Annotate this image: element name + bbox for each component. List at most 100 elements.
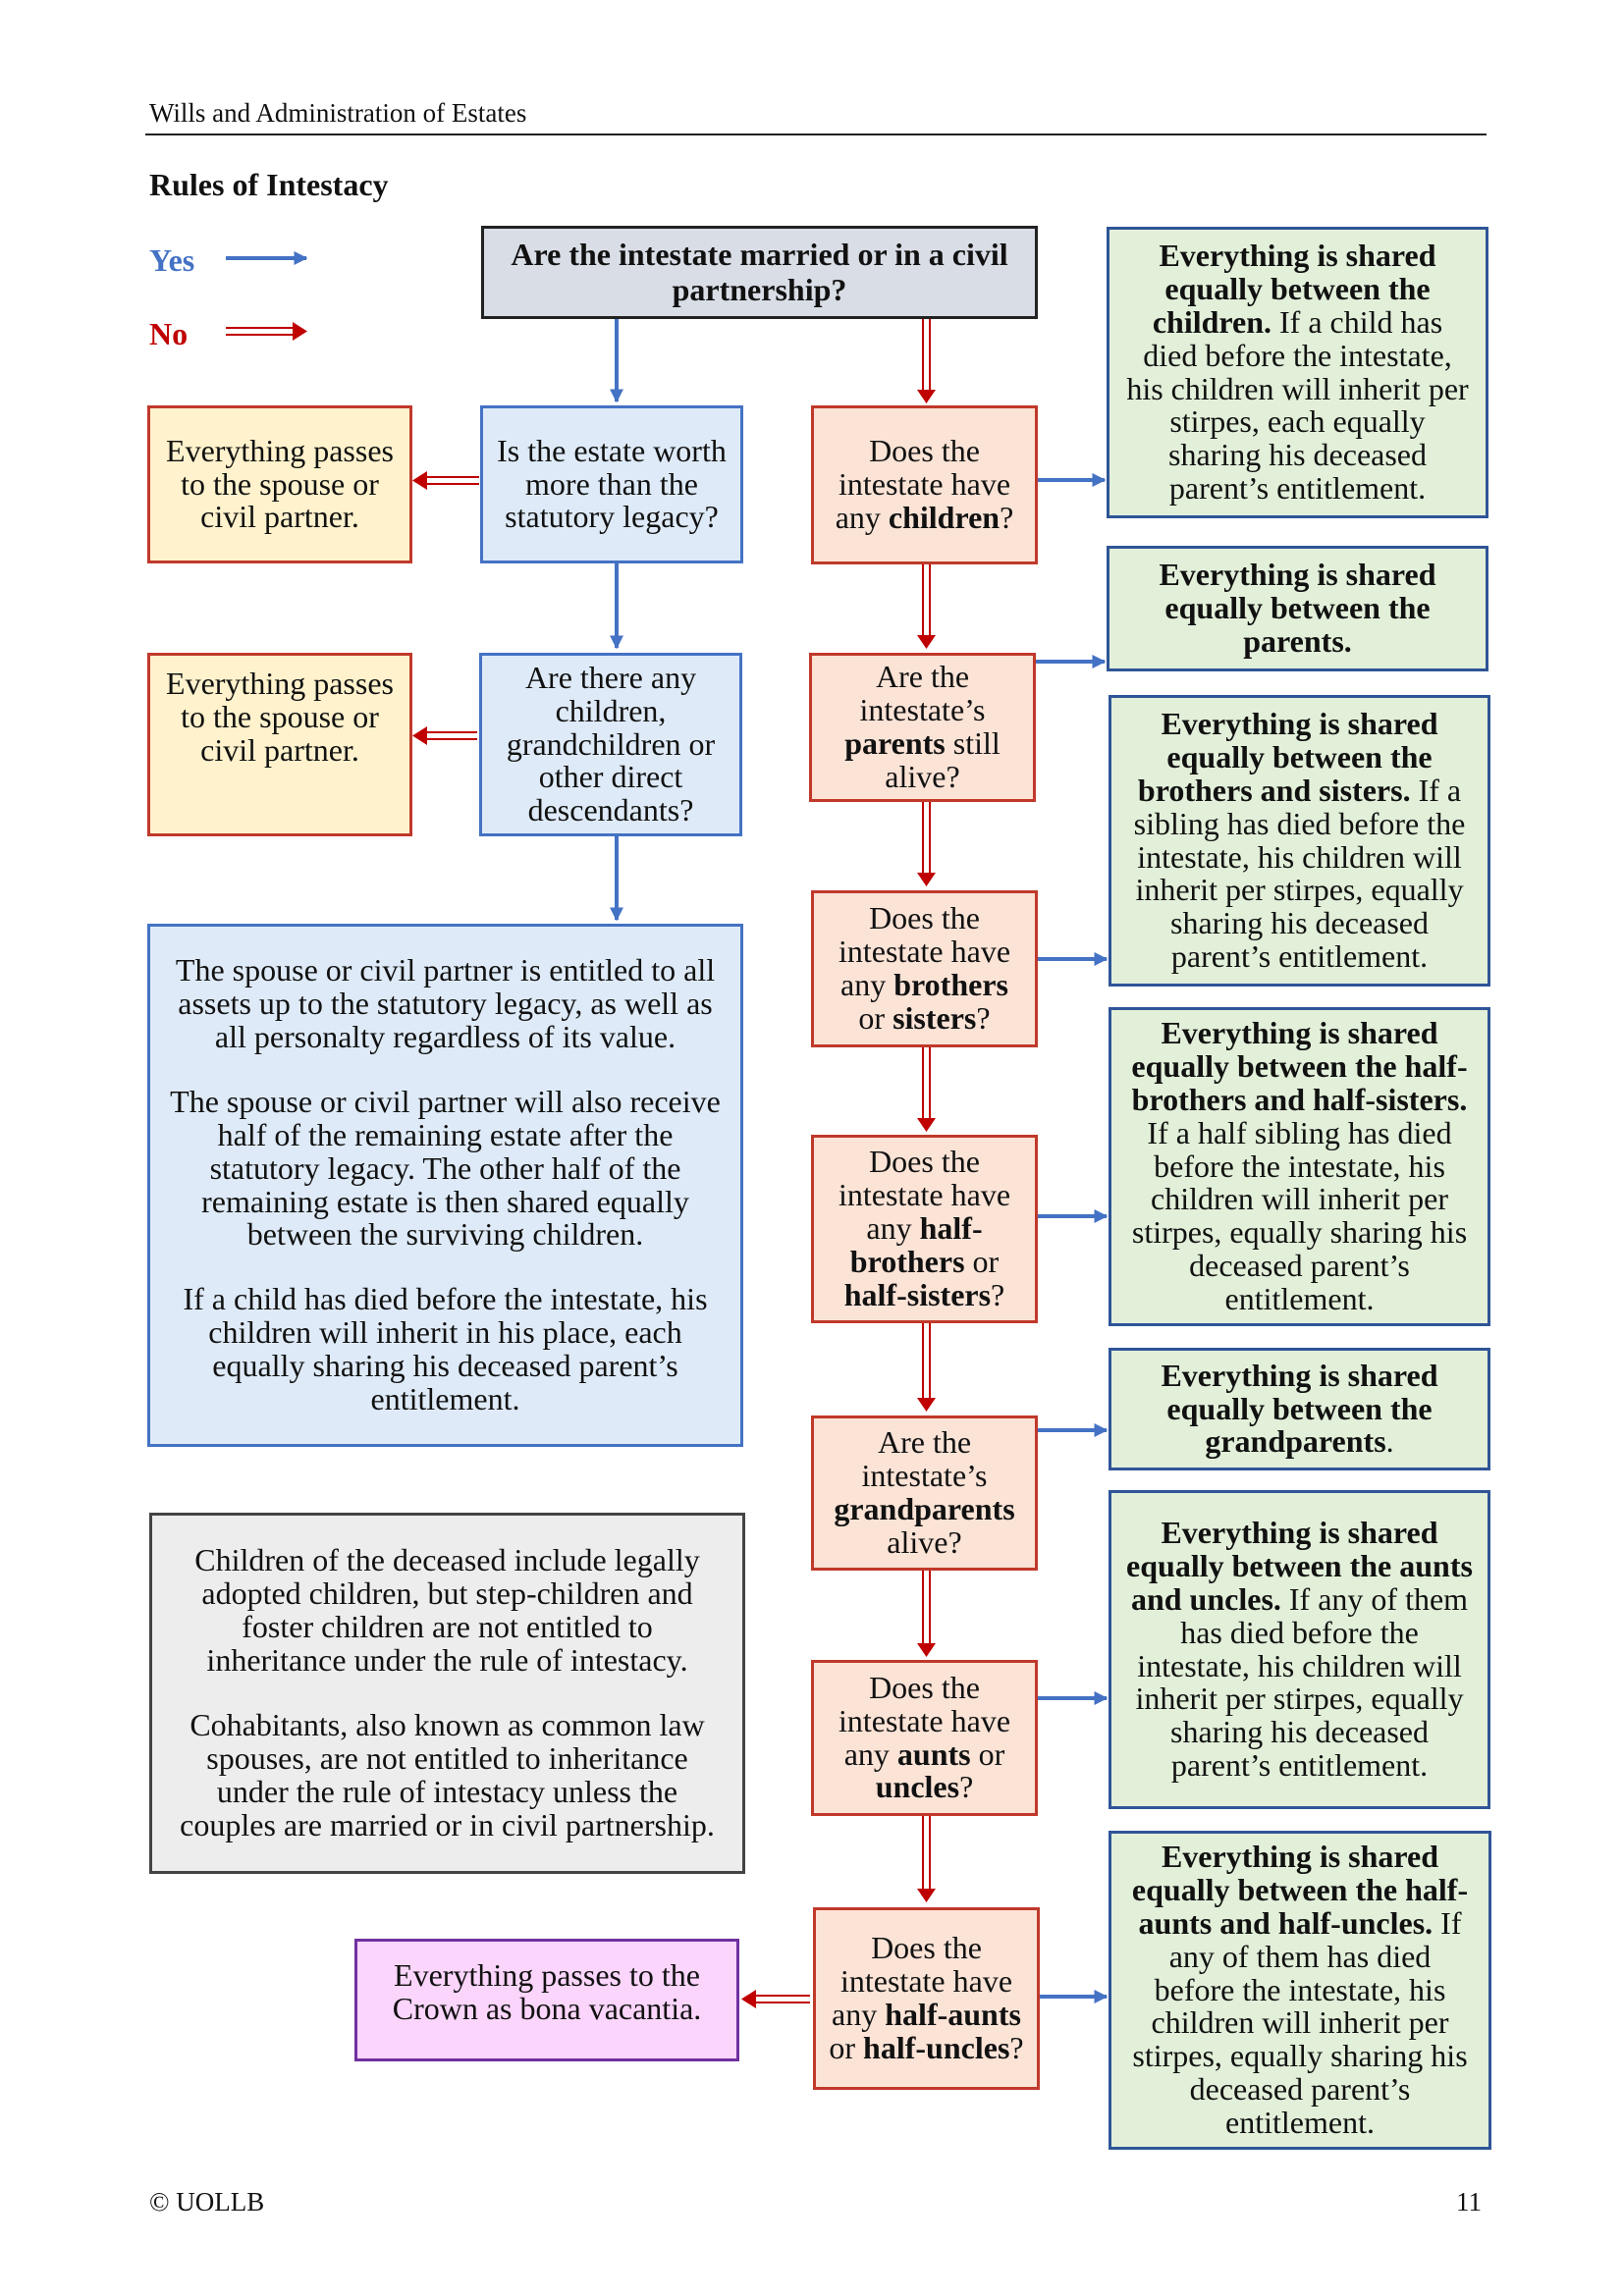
question-siblings-mid: or: [858, 999, 893, 1036]
question-parents-pre: Are the intestate’s: [859, 659, 986, 728]
question-siblings-bold2: sisters: [893, 999, 977, 1036]
question-siblings: Does the intestate have any brothers or …: [811, 890, 1038, 1047]
arrow-grandparents-no: [917, 1571, 936, 1657]
question-children: Does the intestate have any children?: [811, 405, 1038, 564]
header-rule: [145, 133, 1487, 135]
question-half-aunts-uncles-bold2: half-uncles: [863, 2029, 1010, 2065]
question-half-siblings-pre: Does the intestate have any: [838, 1144, 1011, 1247]
question-half-aunts-uncles: Does the intestate have any half-aunts o…: [813, 1907, 1040, 2090]
question-aunts-uncles: Does the intestate have any aunts or unc…: [811, 1660, 1038, 1816]
children-note-p1: Children of the deceased include legally…: [194, 1542, 700, 1679]
outcome-spouse-2-text: Everything passes to the spouse or civil…: [166, 666, 394, 768]
question-aunts-uncles-mid: or: [970, 1735, 1005, 1772]
legend-no-label: No: [149, 316, 189, 351]
question-married: Are the intestate married or in a civil …: [481, 226, 1038, 319]
arrow-half-aunts-no: [741, 1990, 810, 2008]
question-half-aunts-uncles-bold1: half-aunts: [885, 1997, 1021, 2032]
question-descendants: Are there any children, grandchildren or…: [479, 653, 742, 836]
question-children-text: Does the intestate have any children?: [824, 433, 1025, 535]
section-title: Rules of Intestacy: [149, 167, 389, 202]
arrow-descendants-no: [412, 726, 477, 745]
outcome-children-text: Everything is shared equally between the…: [1123, 237, 1472, 507]
question-children-bold: children: [888, 499, 1001, 535]
question-siblings-pre: Does the intestate have any: [838, 900, 1011, 1002]
arrow-half-siblings-no: [917, 1323, 936, 1412]
outcome-parents: Everything is shared equally between the…: [1107, 546, 1488, 671]
outcome-half-siblings-text: Everything is shared equally between the…: [1125, 1014, 1474, 1317]
outcome-aunts-uncles-rest: If any of them has died before the intes…: [1135, 1580, 1469, 1784]
outcome-half-siblings-rest: If a half sibling has died before the in…: [1131, 1114, 1468, 1317]
outcome-grandparents-bold: Everything is shared equally between the…: [1161, 1357, 1438, 1460]
running-header: Wills and Administration of Estates: [149, 98, 527, 128]
outcome-half-aunts-uncles-bold: Everything is shared equally between the…: [1131, 1838, 1469, 1941]
outcome-grandparents-rest: .: [1385, 1423, 1394, 1460]
arrow-worth-no: [412, 471, 479, 490]
page-number: 11: [1456, 2187, 1482, 2216]
spouse-entitlement-info: The spouse or civil partner is entitled …: [147, 924, 743, 1447]
outcome-aunts-uncles-bold: Everything is shared equally between the…: [1126, 1514, 1473, 1617]
arrow-siblings-no: [917, 1047, 936, 1132]
question-estate-worth: Is the estate worth more than the statut…: [480, 405, 743, 563]
outcome-half-aunts-uncles: Everything is shared equally between the…: [1109, 1831, 1491, 2150]
legend-no-arrow: [226, 322, 307, 341]
outcome-children-rest: If a child has died before the intestate…: [1126, 303, 1469, 507]
question-half-siblings-bold2: half-sisters: [843, 1276, 992, 1312]
question-married-text: Are the intestate married or in a civil …: [511, 237, 1008, 307]
outcome-parents-bold: Everything is shared equally between the…: [1159, 557, 1436, 659]
question-grandparents-pre: Are the intestate’s: [861, 1424, 988, 1494]
question-aunts-uncles-text: Does the intestate have any aunts or unc…: [824, 1671, 1025, 1805]
children-note-p2: Cohabitants, also known as common law sp…: [180, 1707, 715, 1842]
question-grandparents-text: Are the intestate’s grandparents alive?: [824, 1424, 1025, 1560]
question-aunts-uncles-bold2: uncles: [875, 1769, 960, 1805]
question-grandparents-post: alive?: [887, 1523, 962, 1560]
question-aunts-uncles-post: ?: [959, 1769, 974, 1805]
question-estate-worth-text: Is the estate worth more than the statut…: [497, 432, 727, 535]
question-half-siblings-post: ?: [991, 1276, 1005, 1312]
outcome-grandparents-text: Everything is shared equally between the…: [1125, 1357, 1474, 1460]
arrow-married-no: [917, 319, 936, 403]
question-siblings-post: ?: [976, 999, 991, 1036]
outcome-half-aunts-uncles-rest: If any of them has died before the intes…: [1132, 1904, 1468, 2141]
question-half-aunts-uncles-post: ?: [1009, 2029, 1024, 2065]
question-half-siblings: Does the intestate have any half-brother…: [811, 1135, 1038, 1323]
outcome-half-aunts-uncles-text: Everything is shared equally between the…: [1125, 1838, 1475, 2141]
question-parents-bold: parents: [844, 725, 946, 761]
question-parents-post: still alive?: [885, 725, 1001, 794]
question-half-aunts-uncles-pre: Does the intestate have any: [832, 1930, 1013, 2032]
spouse-entitlement-p1: The spouse or civil partner is entitled …: [175, 952, 716, 1054]
outcome-parents-text: Everything is shared equally between the…: [1123, 557, 1472, 659]
outcome-crown-text: Everything passes to the Crown as bona v…: [392, 1957, 702, 2026]
outcome-siblings: Everything is shared equally between the…: [1109, 695, 1490, 987]
arrow-parents-no: [917, 802, 936, 886]
footer-copyright: © UOLLB: [149, 2187, 265, 2216]
question-aunts-uncles-bold1: aunts: [896, 1735, 971, 1772]
outcome-spouse-2: Everything passes to the spouse or civil…: [147, 653, 412, 836]
question-grandparents-bold: grandparents: [834, 1491, 1015, 1526]
outcome-children: Everything is shared equally between the…: [1107, 227, 1488, 518]
question-siblings-text: Does the intestate have any brothers or …: [824, 900, 1025, 1036]
arrow-aunts-no: [917, 1816, 936, 1902]
outcome-spouse-1-text: Everything passes to the spouse or civil…: [166, 432, 394, 535]
children-definition-note: Children of the deceased include legally…: [149, 1513, 745, 1874]
spouse-entitlement-p3: If a child has died before the intestate…: [183, 1281, 708, 1417]
outcome-half-siblings-bold: Everything is shared equally between the…: [1131, 1014, 1468, 1117]
question-half-siblings-bold1: half-brothers: [849, 1210, 983, 1279]
outcome-siblings-bold: Everything is shared equally between the…: [1137, 705, 1438, 808]
outcome-aunts-uncles-text: Everything is shared equally between the…: [1125, 1514, 1474, 1784]
question-grandparents: Are the intestate’s grandparents alive?: [811, 1415, 1038, 1571]
question-children-pre: Does the intestate have any: [835, 433, 1011, 535]
question-children-post: ?: [1000, 499, 1014, 535]
outcome-spouse-1: Everything passes to the spouse or civil…: [147, 405, 412, 563]
question-half-siblings-text: Does the intestate have any half-brother…: [824, 1144, 1025, 1312]
question-half-siblings-mid: or: [964, 1243, 1000, 1279]
question-parents-text: Are the intestate’s parents still alive?: [822, 659, 1023, 794]
question-half-aunts-uncles-text: Does the intestate have any half-aunts o…: [826, 1930, 1027, 2065]
outcome-crown: Everything passes to the Crown as bona v…: [354, 1939, 739, 2061]
arrow-children-no: [917, 564, 936, 649]
outcome-half-siblings: Everything is shared equally between the…: [1109, 1007, 1490, 1326]
outcome-aunts-uncles: Everything is shared equally between the…: [1109, 1490, 1490, 1809]
outcome-children-bold: Everything is shared equally between the…: [1152, 237, 1436, 340]
question-parents: Are the intestate’s parents still alive?: [809, 653, 1036, 802]
question-half-aunts-uncles-mid: or: [829, 2029, 864, 2065]
